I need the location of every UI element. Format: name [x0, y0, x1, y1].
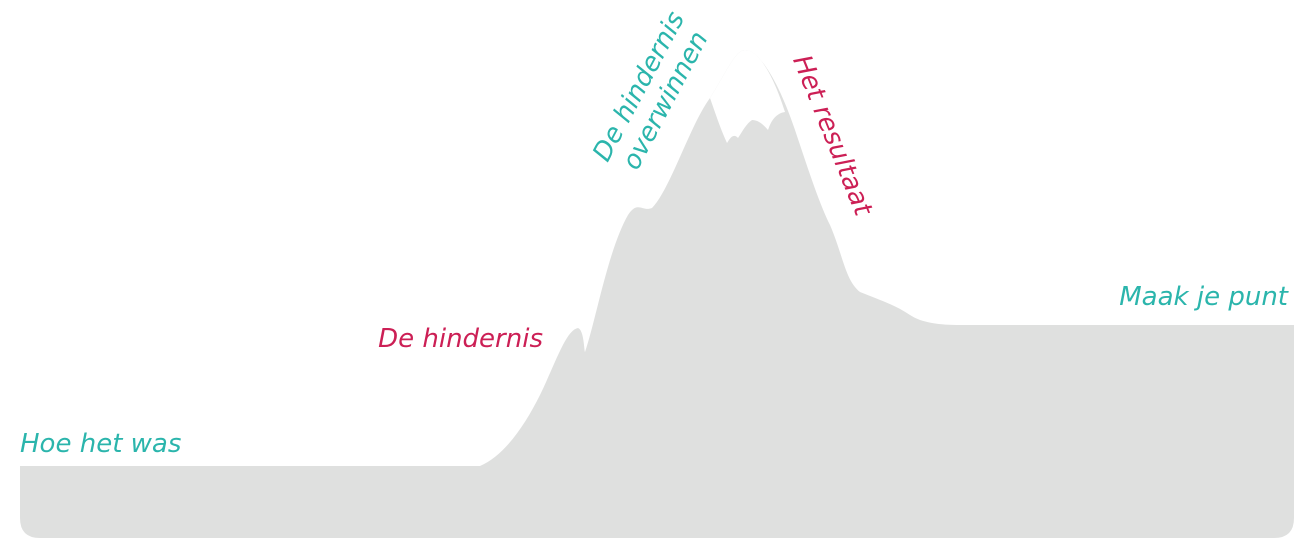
- label-obstacle: De hindernis: [378, 324, 543, 354]
- mountain-shape: [20, 50, 1294, 538]
- snow-cap: [710, 50, 785, 143]
- label-start: Hoe het was: [20, 429, 181, 459]
- label-point: Maak je punt: [1119, 282, 1289, 312]
